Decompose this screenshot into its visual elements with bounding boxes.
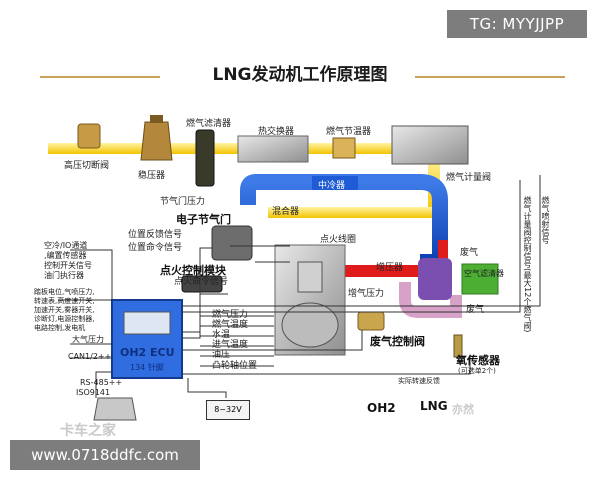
sig-intake-temp: 进气温度 [212,340,249,350]
sig-left-b: ,编置传感器 [44,251,87,260]
label-mixer: 混合器 [272,207,300,217]
sig-left-c: 控制开关信号 [44,261,92,270]
label-regulator: 稳压器 [138,171,166,181]
label-air-filter: 空气滤清器 [464,269,504,278]
oxygen-sensor-icon [453,334,463,358]
watermark-faint: 卡车之家 [60,423,116,439]
label-exhaust-pressure: 增气压力 [348,289,385,299]
label-throttle-pressure: 节气门压力 [160,197,206,207]
battery: 8~32V [206,400,250,420]
intercooler-pipe [240,174,448,270]
label-oh2: OH2 [367,401,396,415]
gas-line-to-mixer [268,207,438,218]
watermark-url: www.0718ddfc.com [10,440,200,470]
sig-gas-pressure: 燃气压力 [212,310,249,320]
sig-bottom-feedback: 实际转速反馈 [398,377,440,385]
label-gas-thermostat: 燃气节温器 [326,127,372,137]
label-exhaust-bottom: 废气 [466,305,485,315]
sig-left-d: 油门执行器 [44,271,84,280]
sig-atm-pressure: 大气压力 [72,335,104,344]
sig-water-temp: 水温 [212,330,231,340]
label-hp-valve: 高压切断阀 [64,161,110,171]
charge-air-pipe [332,265,442,277]
intercooler-box [312,176,358,190]
laptop-icon [93,397,137,421]
label-lng: LNG [420,399,448,413]
regulator-icon [140,121,173,161]
heat-exchanger-icon [237,135,309,163]
label-wastegate: 废气控制阀 [370,335,425,348]
label-ignition-coil: 点火线圈 [320,235,357,245]
sig-left2-b: 转速表,高度速开关, [34,297,95,305]
sig-left2-e: 电路控制,发电机 [34,324,86,332]
sig-left2-d: 诊断灯,电源控制器, [34,315,95,323]
sig-rs485: RS-485++ [80,378,123,387]
watermark-faint-2: 亦然 [452,403,474,416]
piston [297,261,323,293]
sig-right-vertical-2: 燃气喷射信号 [541,196,550,244]
label-gas-metering-valve: 燃气计量阀 [446,173,492,183]
label-gas-filter: 燃气滤清器 [186,119,232,129]
watermark-tag: TG: MYYJJPP [447,10,587,38]
sig-pos-feedback: 位置反馈信号 [128,230,183,240]
label-oxygen-sensor-sub: (可选单2个) [458,367,496,375]
ecu-pins: 134 针脚 [130,363,164,372]
sig-oil-pressure: 油压 [212,350,231,360]
sig-pos-command: 位置命令信号 [128,243,183,253]
sig-gas-temp: 燃气温度 [212,320,249,330]
air-filter-icon [461,263,499,295]
sig-left2-a: 踏板电位,气喷压力, [34,288,95,296]
gas-filter-icon [195,129,215,187]
label-exhaust-top: 废气 [460,248,479,258]
gas-metering-valve-icon [391,125,469,165]
label-supercharger: 增压器 [376,263,404,273]
sig-ignition-cmd: 点火命令信号 [174,277,229,287]
gas-thermostat-icon [332,137,356,159]
label-oxygen-sensor: 氧传感器 [456,354,500,367]
sig-left2-c: 加速开关,雾器开关, [34,306,95,314]
turbo-body [418,258,452,300]
label-heat-exchanger: 热交换器 [258,127,295,137]
label-ignition-module: 点火控制模块 [160,264,226,277]
ignition-module-icon [181,275,223,293]
ecu-name: OH2 ECU [120,346,175,359]
wastegate-icon [357,311,385,331]
hp-valve-icon [77,123,101,149]
sig-crank-pos: 凸轮轴位置 [212,361,258,371]
sig-left-a: 空冷/IO通道 [44,241,88,250]
label-intercooler: 中冷器 [318,181,346,191]
sig-can: CAN1/2++ [68,352,112,361]
throttle-icon [211,225,253,261]
crankshaft [281,302,339,348]
label-electronic-throttle: 电子节气门 [176,213,231,226]
sig-right-vertical-1: 燃气计量阀控制信号(最大12个燃气阀) [523,196,532,333]
sig-iso: ISO9141 [76,388,111,397]
diagram-title: LNG发动机工作原理图 [212,65,388,85]
